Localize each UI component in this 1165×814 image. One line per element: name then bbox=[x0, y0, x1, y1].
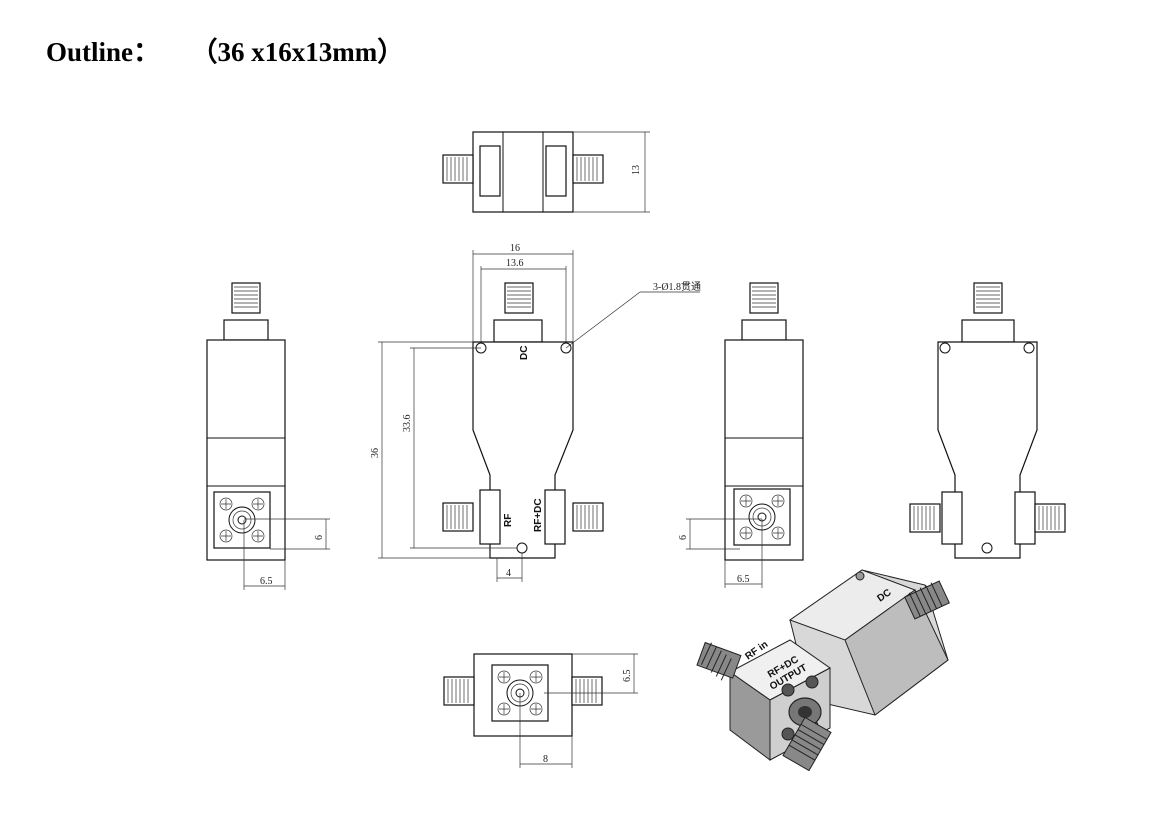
label-rf: RF bbox=[503, 514, 514, 527]
label-dc: DC bbox=[519, 346, 530, 360]
dim-top-height: 13 bbox=[631, 165, 642, 175]
bottom-left-connector bbox=[443, 676, 475, 706]
bottom-view: 6.5 8 bbox=[443, 653, 638, 768]
left-side-view: 6 6.5 bbox=[206, 282, 330, 590]
front-top-connector bbox=[504, 282, 534, 314]
label-rf-dc: RF+DC bbox=[533, 498, 544, 532]
dim-width-outer: 16 bbox=[510, 243, 520, 254]
rear-right-connector bbox=[1034, 503, 1066, 533]
front-view: DC RF RF+DC 16 13.6 3-Ø1.8贯通 36 33.6 4 bbox=[370, 243, 701, 582]
outline-title: Outline： （36 x16x13mm） bbox=[46, 30, 404, 69]
front-left-connector bbox=[442, 502, 474, 532]
outline-dimensions: （36 x16x13mm） bbox=[204, 37, 405, 67]
top-view: 13 bbox=[442, 131, 650, 213]
hole-note: 3-Ø1.8贯通 bbox=[653, 281, 701, 293]
dim-mid-6: 6 bbox=[678, 535, 689, 540]
rear-top-connector bbox=[973, 282, 1003, 314]
mount-hole bbox=[560, 342, 572, 354]
dim-width-inner: 13.6 bbox=[506, 258, 524, 269]
iso-front-connector bbox=[782, 716, 832, 772]
rear-left-connector bbox=[909, 503, 941, 533]
dim-mid-6-5: 6.5 bbox=[737, 574, 750, 585]
iso-left-connector bbox=[696, 641, 742, 681]
dim-bottom-6-5: 6.5 bbox=[622, 670, 633, 683]
bottom-right-connector bbox=[571, 676, 603, 706]
dim-offset-4: 4 bbox=[506, 568, 511, 579]
right-top-connector bbox=[749, 282, 779, 314]
outline-label: Outline： bbox=[46, 37, 161, 67]
rear-body bbox=[937, 341, 1038, 559]
dim-bottom-8: 8 bbox=[543, 754, 548, 765]
top-right-connector bbox=[572, 154, 604, 184]
right-side-view: 6 6.5 bbox=[678, 282, 804, 588]
front-right-connector bbox=[572, 502, 604, 532]
dim-left-6: 6 bbox=[314, 535, 325, 540]
top-left-connector bbox=[442, 154, 474, 184]
dim-left-6-5: 6.5 bbox=[260, 576, 273, 587]
rear-view bbox=[909, 282, 1066, 559]
dim-height-total: 36 bbox=[370, 448, 381, 458]
dim-height-holes: 33.6 bbox=[402, 415, 413, 433]
left-sma-face bbox=[213, 491, 271, 549]
left-top-connector bbox=[231, 282, 261, 314]
isometric-product-image: RF in RF+DC OUTPUT DC bbox=[696, 569, 950, 772]
iso-right-connector bbox=[904, 580, 950, 620]
